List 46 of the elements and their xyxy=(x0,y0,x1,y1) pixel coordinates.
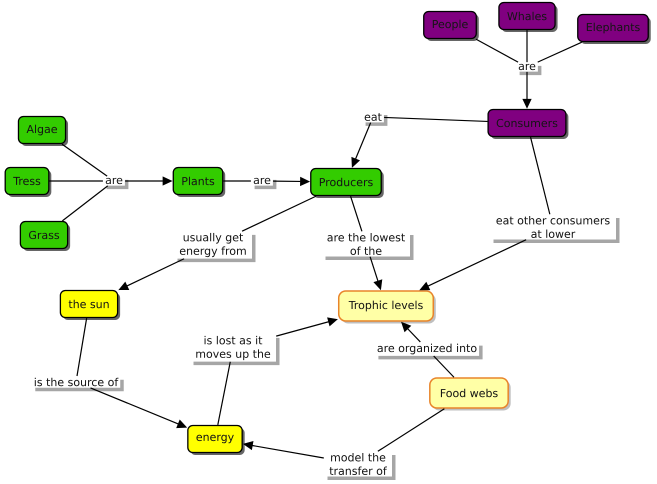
connector-line xyxy=(76,318,88,376)
linking-phrase: are organized into xyxy=(374,342,483,360)
connector-line xyxy=(530,137,550,214)
linking-phrase: model the transfer of xyxy=(324,451,396,480)
connector-line xyxy=(62,185,108,222)
connector-line xyxy=(350,196,362,232)
node-label: usually get energy from xyxy=(180,232,246,258)
connector-line xyxy=(49,180,103,182)
concept-box: energy xyxy=(187,424,245,455)
connector-line xyxy=(242,196,316,232)
concept-box: Trophic levels xyxy=(338,290,436,324)
concept-box: Producers xyxy=(310,168,384,198)
connector-line xyxy=(217,362,231,425)
node-label: are the lowest of the xyxy=(327,232,405,255)
linking-phrase: are xyxy=(103,176,128,190)
concept-box: Consumers xyxy=(487,108,568,139)
connector-line xyxy=(537,42,582,63)
concept-box: Food webs xyxy=(429,377,511,410)
concept-box: Tress xyxy=(4,166,52,197)
linking-phrase: are xyxy=(516,62,542,76)
connector-line xyxy=(476,38,518,63)
linking-phrase: are xyxy=(251,176,276,190)
node-label: are xyxy=(254,178,270,184)
connector-line xyxy=(62,144,108,177)
node-label: are xyxy=(106,178,122,184)
concept-box: People xyxy=(423,10,479,41)
linking-phrase: are the lowest of the xyxy=(322,231,414,260)
linking-phrase: is lost as it moves up the xyxy=(190,334,280,366)
linking-phrase: usually get energy from xyxy=(174,231,256,262)
concept-box: Grass xyxy=(20,220,70,251)
concept-box: Algae xyxy=(18,116,68,146)
concept-box: Plants xyxy=(172,166,226,197)
linking-phrase: eat other consumers at lower xyxy=(490,214,620,243)
linking-phrase: is the source of xyxy=(32,376,124,392)
connector-line xyxy=(526,30,528,62)
concept-box: Elephants xyxy=(577,14,651,44)
node-label: model the transfer of xyxy=(330,452,387,475)
concept-box: Whales xyxy=(498,2,558,32)
node-label: is the source of xyxy=(34,378,118,386)
connector-line xyxy=(223,180,251,182)
connector-line xyxy=(433,356,454,378)
node-label: eat other consumers at lower xyxy=(496,216,610,238)
concept-box: the sun xyxy=(60,290,120,320)
connector-line xyxy=(378,408,445,452)
connector-line xyxy=(384,116,488,122)
linking-phrase: eat xyxy=(362,112,388,126)
